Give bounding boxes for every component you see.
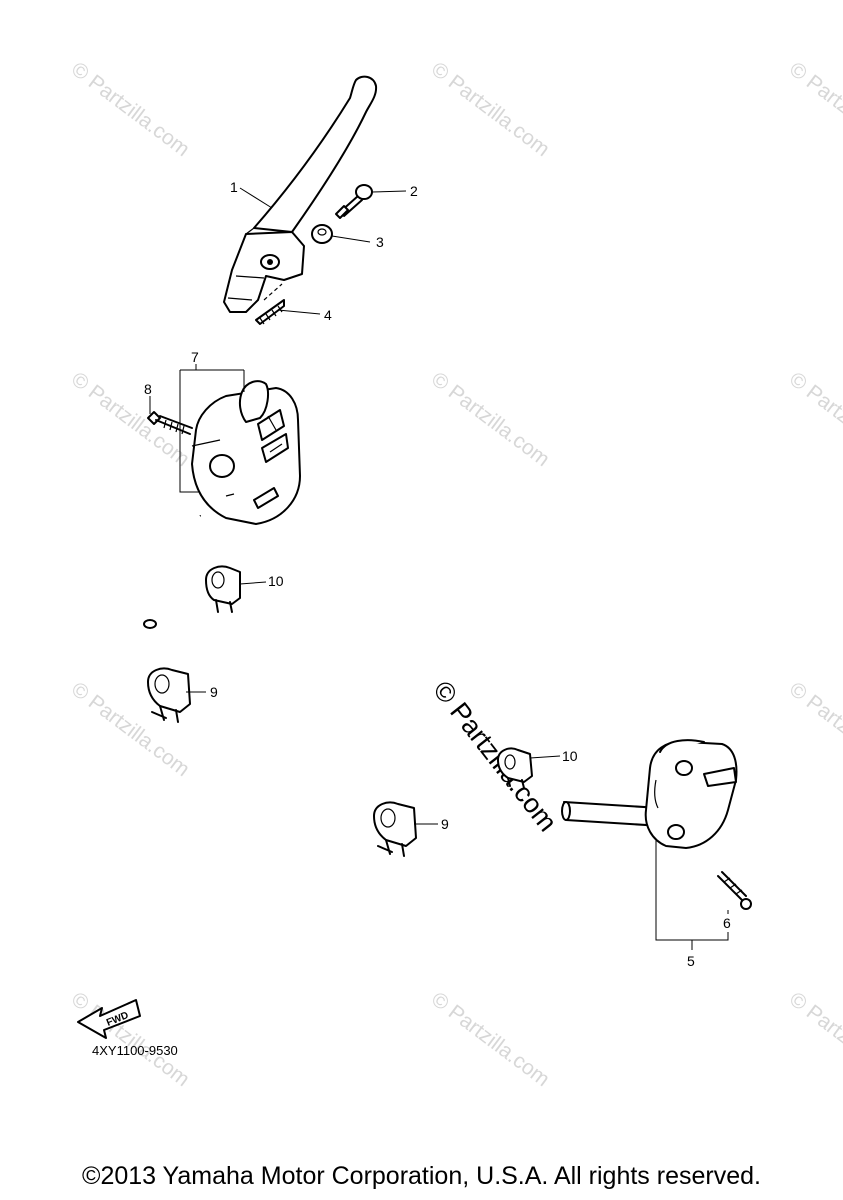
callout-2: 2 bbox=[410, 183, 418, 199]
callout-7: 7 bbox=[191, 349, 199, 365]
lever-spring bbox=[255, 283, 285, 325]
watermark: © Partzilla.com bbox=[427, 988, 554, 1092]
watermark: © Partzilla.com bbox=[785, 678, 843, 782]
callout-4: 4 bbox=[324, 307, 332, 323]
diagram-code: 4XY1100-9530 bbox=[92, 1043, 178, 1058]
watermark: © Partzilla.com bbox=[785, 368, 843, 472]
callout-1: 1 bbox=[230, 179, 238, 195]
watermark: © Partzilla.com bbox=[785, 988, 843, 1092]
watermark: © Partzilla.com bbox=[67, 58, 194, 162]
callout-10-upper: 10 bbox=[268, 573, 284, 589]
callout-9-right: 9 bbox=[441, 816, 449, 832]
callout-labels: 1 2 3 4 7 8 10 9 10 9 6 5 bbox=[144, 179, 731, 969]
lever-bolt bbox=[335, 184, 373, 219]
watermarks: © Partzilla.com © Partzilla.com © Partzi… bbox=[67, 58, 843, 1092]
callout-6: 6 bbox=[723, 915, 731, 931]
callout-9-left: 9 bbox=[210, 684, 218, 700]
watermark: © Partzilla.com bbox=[67, 368, 194, 472]
watermark-large: © Partzilla.com bbox=[427, 675, 563, 837]
watermark: © Partzilla.com bbox=[427, 58, 554, 162]
cable-clamp-left bbox=[147, 667, 191, 723]
lever-nut bbox=[311, 224, 333, 244]
callout-3: 3 bbox=[376, 234, 384, 250]
right-handlebar-switch bbox=[561, 739, 738, 849]
right-switch-screw bbox=[717, 871, 752, 910]
copyright-footer: ©2013 Yamaha Motor Corporation, U.S.A. A… bbox=[82, 1162, 761, 1190]
callout-10-lower: 10 bbox=[562, 748, 578, 764]
cable-clamp-upper bbox=[205, 565, 241, 613]
watermark: © Partzilla.com bbox=[427, 368, 554, 472]
cable-clamp-lower bbox=[497, 747, 533, 789]
parts-diagram: © Partzilla.com © Partzilla.com © Partzi… bbox=[67, 58, 843, 1092]
cable-clamp-right bbox=[373, 801, 417, 857]
switch-screw bbox=[147, 411, 193, 435]
left-handlebar-switch bbox=[143, 380, 301, 629]
callout-8: 8 bbox=[144, 381, 152, 397]
watermark: © Partzilla.com bbox=[785, 58, 843, 162]
callout-5: 5 bbox=[687, 953, 695, 969]
brake-lever bbox=[223, 75, 378, 313]
leader-lines bbox=[149, 187, 729, 950]
